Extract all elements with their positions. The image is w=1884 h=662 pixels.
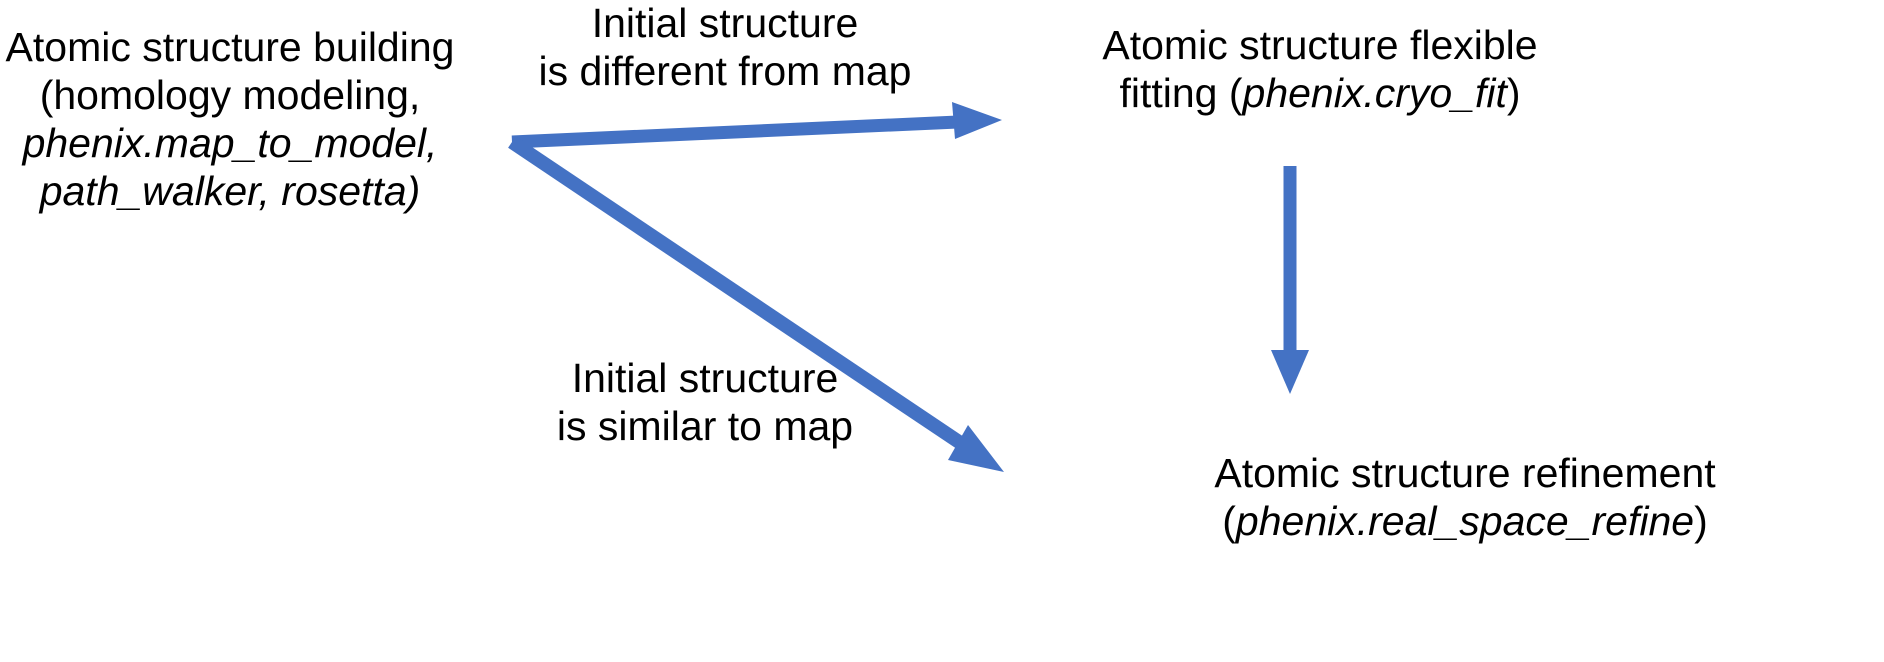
- refine-line-2: (phenix.real_space_refine): [1055, 498, 1875, 546]
- refine-line-2-post: ): [1694, 497, 1708, 544]
- similar-line-1: Initial structure: [571, 355, 839, 401]
- node-atomic-structure-building: Atomic structure building (homology mode…: [0, 24, 460, 216]
- fitting-line-1: Atomic structure flexible: [1102, 22, 1538, 68]
- node-atomic-structure-flexible-fitting: Atomic structure flexible fitting (pheni…: [1070, 22, 1570, 118]
- fitting-line-2-pre: fitting (: [1119, 69, 1243, 116]
- building-line-2: (homology modeling,: [39, 71, 421, 118]
- different-line-2: is different from map: [538, 47, 912, 94]
- building-line-4: path_walker, rosetta): [39, 167, 421, 214]
- arrow-flexible-fitting-to-refinement: [1271, 166, 1309, 394]
- arrow-building-to-flexible-fitting: [511, 102, 1002, 149]
- arrow-building-to-refinement: [508, 136, 1004, 472]
- fitting-line-2-post: ): [1506, 69, 1521, 116]
- refine-line-2-pre: (: [1222, 497, 1236, 544]
- node-atomic-structure-refinement: Atomic structure refinement (phenix.real…: [1055, 450, 1875, 546]
- refine-line-1: Atomic structure refinement: [1214, 450, 1716, 496]
- edge-label-similar-to-map: Initial structure is similar to map: [525, 355, 885, 451]
- refine-line-2-command: phenix.real_space_refine: [1235, 497, 1695, 544]
- fitting-line-2: fitting (phenix.cryo_fit): [1070, 70, 1570, 118]
- different-line-1: Initial structure: [591, 0, 859, 46]
- edge-label-different-from-map: Initial structure is different from map: [525, 0, 925, 96]
- similar-line-2: is similar to map: [556, 402, 854, 449]
- building-line-3: phenix.map_to_model,: [22, 119, 438, 166]
- fitting-line-2-command: phenix.cryo_fit: [1242, 69, 1507, 116]
- building-line-1: Atomic structure building: [5, 24, 455, 70]
